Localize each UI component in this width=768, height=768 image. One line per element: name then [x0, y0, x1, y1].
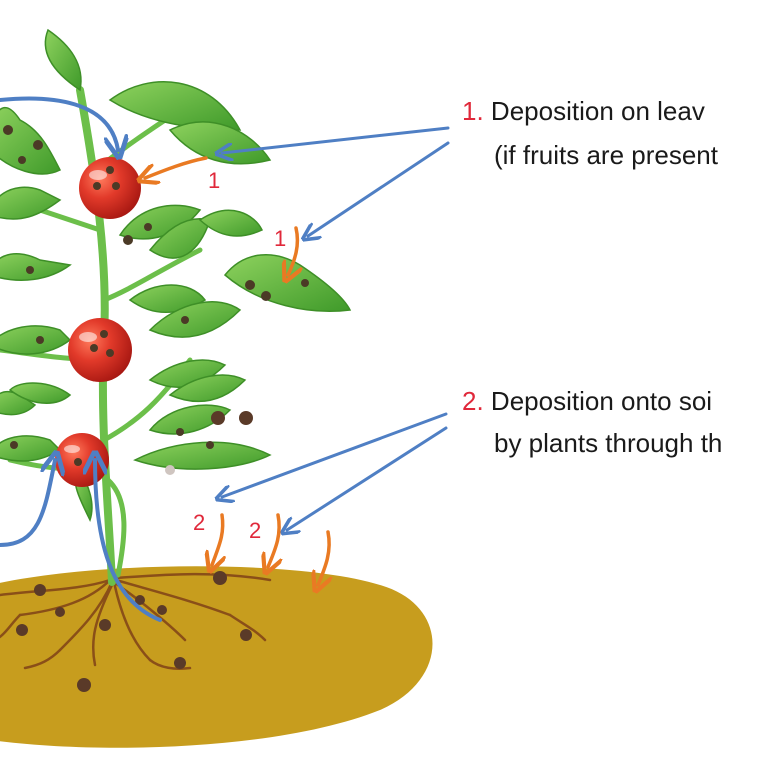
fruit-top — [79, 157, 141, 219]
leaves — [0, 28, 352, 522]
leaf-particles — [3, 125, 309, 449]
annotation-1-text2: (if fruits are present — [494, 140, 718, 170]
soil-particles — [16, 571, 252, 692]
deposition-arrows — [145, 156, 329, 585]
soil — [0, 566, 433, 748]
annotation-1-number: 1. — [462, 96, 484, 126]
annotation-2-number: 2. — [462, 386, 484, 416]
annotation-2-text: Deposition onto soi — [490, 386, 713, 416]
annotation-1-line1: 1. Deposition on leav — [462, 96, 705, 127]
marker-1b: 1 — [274, 226, 286, 251]
airborne-particles — [165, 411, 253, 475]
annotation-2-line1: 2. Deposition onto soi — [462, 386, 712, 417]
marker-2b: 2 — [249, 518, 261, 543]
fruit-bottom — [55, 433, 109, 487]
marker-2a: 2 — [193, 510, 205, 535]
annotation-2-text2: by plants through th — [494, 428, 723, 458]
pointer-arrows — [222, 126, 450, 530]
annotation-2-line2: by plants through th — [494, 428, 722, 459]
annotation-1-line2: (if fruits are present — [494, 140, 718, 171]
fruit-middle — [68, 318, 132, 382]
annotation-1-text: Deposition on leav — [490, 96, 705, 126]
marker-1a: 1 — [208, 168, 220, 193]
uptake-arrows — [0, 96, 162, 622]
